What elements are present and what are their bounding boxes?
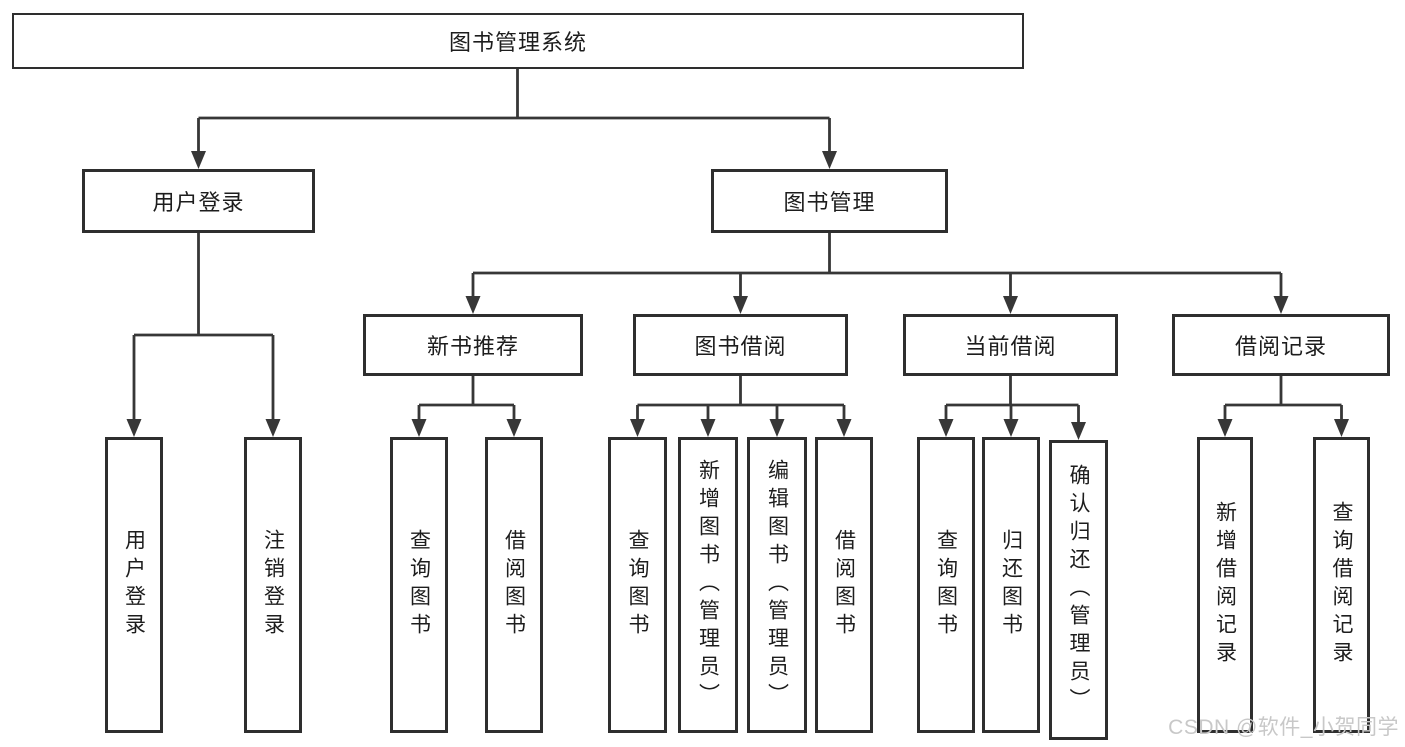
node-label: 新书推荐: [426, 334, 519, 359]
node-label: 当前借阅: [964, 334, 1057, 359]
csdn-watermark: CSDN @软件_小贺同学: [1168, 716, 1399, 739]
arrow-down-icon: [938, 419, 954, 437]
leaf-label: 归还图书: [999, 529, 1023, 641]
node-new-book-recommend: 新书推荐: [363, 314, 583, 376]
arrow-down-icon: [769, 419, 785, 437]
leaf-label: 借阅图书: [502, 529, 526, 641]
leaf-label: 借阅图书: [832, 529, 856, 641]
node-user-login: 用户登录: [82, 169, 315, 233]
arrow-down-icon: [411, 419, 427, 437]
arrow-down-icon: [465, 296, 481, 314]
leaf-query-books-current: 查询图书: [917, 437, 975, 733]
arrow-down-icon: [836, 419, 852, 437]
arrow-down-icon: [1003, 296, 1018, 314]
leaf-edit-book-admin: 编辑图书（管理员）: [747, 437, 807, 733]
arrow-down-icon: [1334, 419, 1349, 437]
arrow-down-icon: [1273, 296, 1289, 314]
arrow-down-icon: [265, 419, 281, 437]
leaf-logout: 注销登录: [244, 437, 302, 733]
node-label: 借阅记录: [1234, 334, 1327, 359]
leaf-add-borrow-record: 新增借阅记录: [1197, 437, 1253, 733]
arrow-down-icon: [191, 151, 206, 169]
node-library-management-system: 图书管理系统: [12, 13, 1024, 69]
arrow-down-icon: [700, 419, 716, 437]
leaf-query-books-borrow: 查询图书: [608, 437, 667, 733]
arrow-down-icon: [126, 419, 142, 437]
leaf-user-login: 用户登录: [105, 437, 163, 733]
node-label: 用户登录: [152, 190, 245, 215]
arrow-down-icon: [822, 151, 837, 169]
leaf-label: 查询图书: [626, 529, 649, 641]
node-label: 图书管理系统: [448, 30, 587, 55]
arrow-down-icon: [1217, 419, 1233, 437]
node-label: 图书借阅: [694, 334, 787, 359]
arrow-down-icon: [733, 296, 748, 314]
leaf-label: 查询图书: [934, 529, 958, 641]
node-current-borrow: 当前借阅: [903, 314, 1118, 376]
leaf-label: 新增图书（管理员）: [696, 459, 720, 711]
node-book-management: 图书管理: [711, 169, 948, 233]
leaf-borrow-books-recommend: 借阅图书: [485, 437, 543, 733]
leaf-query-borrow-record: 查询借阅记录: [1313, 437, 1370, 733]
leaf-add-book-admin: 新增图书（管理员）: [678, 437, 738, 733]
arrow-down-icon: [1003, 419, 1019, 437]
arrow-down-icon: [506, 419, 522, 437]
leaf-label: 用户登录: [122, 529, 146, 641]
node-book-borrow: 图书借阅: [633, 314, 848, 376]
leaf-label: 注销登录: [261, 529, 285, 641]
leaf-query-books-recommend: 查询图书: [390, 437, 448, 733]
arrow-down-icon: [1071, 422, 1086, 440]
leaf-borrow-books: 借阅图书: [815, 437, 873, 733]
leaf-label: 查询图书: [407, 529, 431, 641]
leaf-return-books: 归还图书: [982, 437, 1040, 733]
node-borrow-records: 借阅记录: [1172, 314, 1390, 376]
leaf-label: 确认归还（管理员）: [1067, 464, 1090, 716]
node-label: 图书管理: [783, 190, 876, 215]
leaf-label: 查询借阅记录: [1330, 501, 1353, 669]
leaf-confirm-return-admin: 确认归还（管理员）: [1049, 440, 1108, 740]
leaf-label: 编辑图书（管理员）: [765, 459, 789, 711]
leaf-label: 新增借阅记录: [1213, 501, 1237, 669]
arrow-down-icon: [630, 419, 645, 437]
